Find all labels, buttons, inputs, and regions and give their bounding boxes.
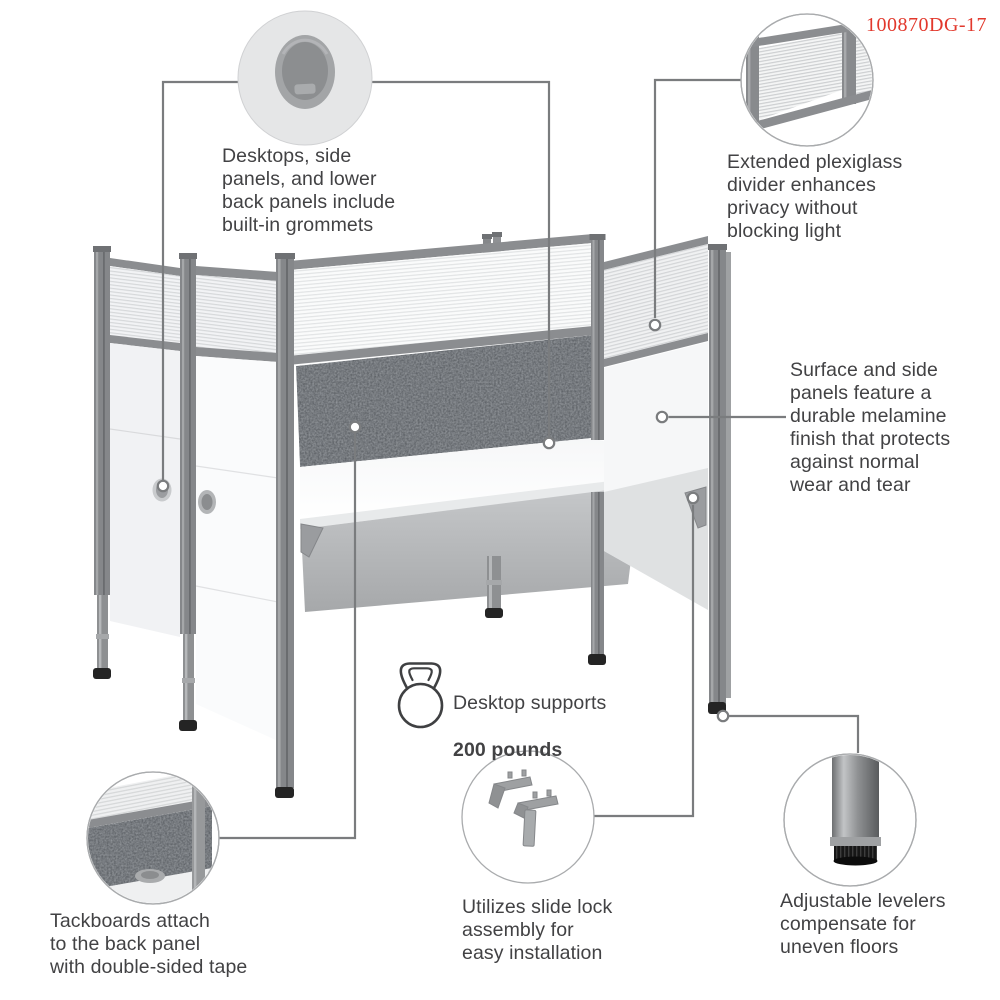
divider-panel-top xyxy=(278,234,593,366)
marker-plexiglass xyxy=(648,318,662,332)
leader-grommets-left xyxy=(161,80,238,480)
marker-tackboard xyxy=(348,420,362,434)
leader-tackboards xyxy=(219,433,357,840)
marker-leveler xyxy=(716,709,730,723)
back-left-post xyxy=(93,246,111,679)
front-left-post xyxy=(275,253,295,798)
modesty-panel xyxy=(301,486,640,612)
marker-melamine xyxy=(655,410,669,424)
leader-markers xyxy=(156,318,730,723)
leader-lines xyxy=(161,78,860,840)
leader-levelers xyxy=(728,714,860,753)
left-back-panel xyxy=(195,266,279,741)
callout-circle-slide-lock xyxy=(461,750,595,884)
weight-capacity-line2: 200 pounds xyxy=(453,738,563,761)
mid-left-post xyxy=(179,253,197,731)
slide-lock-bracket-small xyxy=(488,769,533,809)
note-levelers: Adjustable levelers compensate for uneve… xyxy=(780,890,946,958)
right-side-panel xyxy=(604,342,708,610)
leader-slide-lock xyxy=(594,505,695,818)
desk-bracket-left xyxy=(300,523,324,558)
note-melamine: Surface and side panels feature a durabl… xyxy=(790,359,951,496)
leader-grommets-right xyxy=(372,80,551,437)
callout-circle-leveler xyxy=(783,753,917,887)
left-side-panel xyxy=(109,258,181,637)
callout-circle-grommet xyxy=(237,10,373,146)
callout-circle-plexiglass xyxy=(740,13,874,147)
kettlebell-icon xyxy=(397,662,444,729)
note-plexiglass: Extended plexiglass divider enhances pri… xyxy=(727,151,903,242)
note-slide-lock: Utilizes slide lock assembly for easy in… xyxy=(462,896,613,964)
weight-capacity-line1: Desktop supports xyxy=(453,691,607,714)
note-tackboards: Tackboards attach to the back panel with… xyxy=(50,910,248,978)
leader-plexiglass xyxy=(653,78,741,318)
marker-grommet-side xyxy=(156,479,170,493)
marker-grommet-desk xyxy=(542,436,556,450)
product-code: 100870DG-17 xyxy=(866,14,988,36)
note-grommets: Desktops, side panels, and lower back pa… xyxy=(222,145,396,236)
desk-leg-center xyxy=(485,556,503,618)
marker-slide-lock xyxy=(686,491,700,505)
note-weight-capacity: Desktop supports 200 pounds xyxy=(453,668,606,786)
tackboard-panel xyxy=(296,335,593,467)
right-front-post xyxy=(708,244,731,714)
callout-circle-tackboard xyxy=(86,771,220,905)
slide-lock-bracket-large xyxy=(513,789,559,847)
center-post xyxy=(588,234,606,665)
